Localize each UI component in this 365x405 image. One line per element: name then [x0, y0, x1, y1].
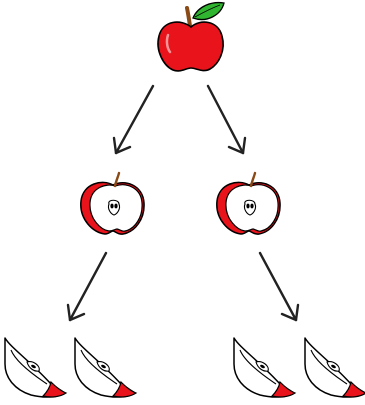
half-core — [107, 199, 121, 216]
apple-body — [157, 21, 224, 72]
apple-half-right-icon — [216, 171, 281, 235]
quarter-inner-line — [10, 349, 48, 385]
apple-quarter-4-icon — [304, 337, 365, 398]
quarter-skin — [111, 380, 138, 398]
quarter-inner-line — [80, 349, 118, 385]
quarter-skin — [270, 380, 297, 398]
apple-quarter-2-icon — [74, 337, 138, 398]
quarter-seed — [331, 364, 336, 369]
apple-quarter-1-icon — [4, 337, 68, 398]
quarter-seed — [101, 364, 106, 369]
apple-quarter-3-icon — [233, 337, 297, 398]
arrow-whole-to-half-right — [206, 84, 247, 155]
quarter-inner-line — [239, 349, 277, 385]
half-stem — [249, 171, 257, 188]
half-seed — [246, 203, 250, 209]
half-seed — [114, 203, 118, 209]
quarter-inner-line — [310, 349, 348, 385]
half-stem — [113, 171, 121, 188]
apple-half-left-icon — [80, 171, 145, 235]
whole-apple-icon — [157, 1, 225, 72]
arrow-half-left-to-quarter — [66, 251, 108, 322]
arrow-half-right-to-quarter — [258, 251, 300, 322]
half-core — [243, 199, 257, 216]
edge-arrows — [66, 84, 300, 322]
arrow-whole-to-half-left — [112, 84, 155, 155]
quarter-skin — [341, 380, 365, 398]
quarter-seed — [31, 364, 36, 369]
apple-stem — [185, 6, 192, 28]
half-seed — [250, 203, 254, 209]
quarter-skin — [41, 380, 68, 398]
half-seed — [110, 203, 114, 209]
quarter-seed — [260, 364, 265, 369]
